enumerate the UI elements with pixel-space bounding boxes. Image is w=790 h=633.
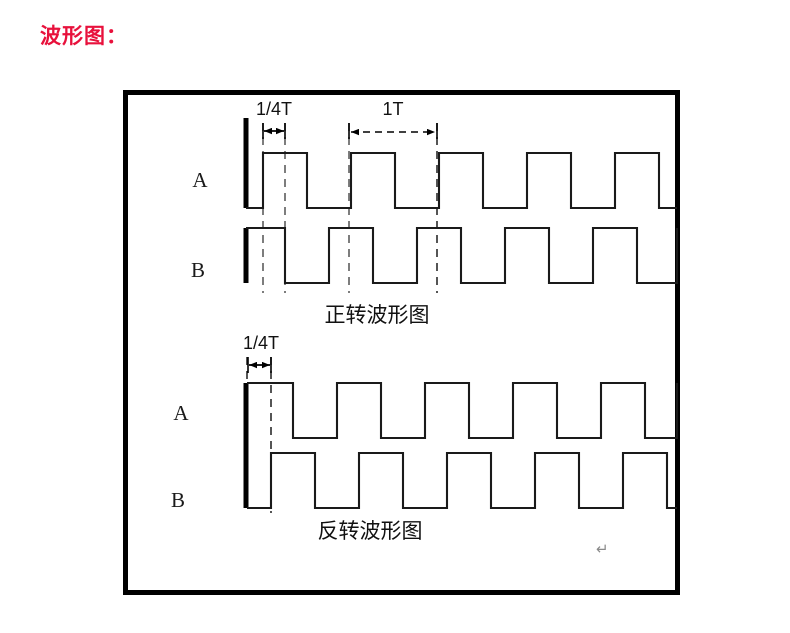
channel-label-reverse-a: A — [173, 401, 189, 425]
waveform-forward-a — [246, 151, 677, 210]
waveform-forward-b — [246, 226, 679, 285]
caption-reverse: 反转波形图 — [318, 519, 423, 543]
dimension-label-quarter-t: 1/4T — [256, 99, 292, 119]
channel-label-forward-a: A — [192, 168, 208, 192]
channel-label-forward-b: B — [191, 258, 205, 282]
waveform-reverse-b — [247, 451, 677, 510]
waveform-diagram-svg: A B 1/4T 1T 正转波形图 A B — [171, 99, 679, 543]
dimension-label-one-t: 1T — [382, 99, 403, 119]
paragraph-return-mark: ↵ — [596, 540, 609, 558]
waveform-figure-box: A B 1/4T 1T 正转波形图 A B — [123, 90, 680, 595]
page-title: 波形图： — [40, 24, 128, 48]
channel-label-reverse-b: B — [171, 488, 185, 512]
dimension-label-reverse-quarter-t: 1/4T — [243, 333, 279, 353]
waveform-reverse-a — [247, 381, 679, 440]
caption-forward: 正转波形图 — [325, 303, 430, 327]
